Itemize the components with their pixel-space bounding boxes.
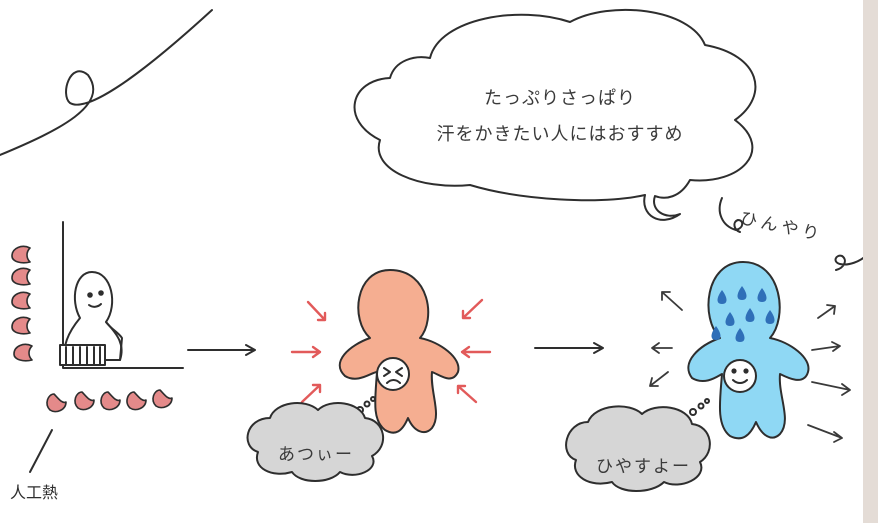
speech-line-2: 汗をかきたい人にはおすすめ [436, 124, 684, 145]
right-margin-bar [863, 0, 878, 523]
inward-heat-arrows [290, 298, 492, 404]
hot-figure [290, 269, 492, 434]
heat-room [11, 221, 184, 473]
flames-bottom [46, 389, 173, 413]
flames-left [11, 245, 33, 362]
heat-label-leader [29, 429, 53, 473]
cool-figure [649, 197, 869, 443]
flow-arrow-2 [534, 342, 604, 354]
chill-swirl-right [834, 253, 869, 271]
heat-label: 人工熱 [10, 483, 59, 502]
chill-swirl-left [718, 197, 744, 233]
cool-face [723, 359, 757, 393]
outward-cool-arrows [649, 291, 851, 443]
cool-thought-text: ひやすよー [596, 457, 691, 477]
flow-arrow-1 [187, 344, 256, 356]
room-wall [62, 221, 184, 369]
speech-line-1: たっぷりさっぱり [484, 88, 636, 109]
hot-face [376, 357, 410, 391]
cool-body [687, 261, 810, 440]
speech-bubble [353, 8, 757, 221]
hot-body [338, 269, 460, 434]
decorative-swoosh [0, 9, 213, 156]
hot-thought-text: あつぃー [278, 445, 354, 465]
hot-thought-cloud [246, 402, 385, 482]
cool-thought-cloud [565, 405, 711, 492]
sweat-drops [711, 286, 775, 342]
